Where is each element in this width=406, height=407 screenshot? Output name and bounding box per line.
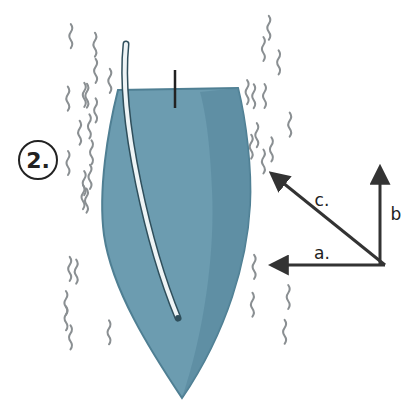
ripple (246, 80, 249, 104)
vector-label: b (391, 204, 402, 224)
ripple (262, 37, 265, 61)
vector-b (379, 168, 382, 265)
ripple (252, 84, 255, 108)
ripple (69, 325, 72, 349)
ripple (90, 140, 93, 164)
boom-sail-line (125, 44, 178, 318)
ripple (78, 121, 81, 145)
ripple (283, 320, 286, 344)
vector-a (272, 264, 385, 267)
ripple (69, 24, 72, 48)
ripple (287, 285, 290, 309)
ripple (94, 59, 97, 83)
hull-shading (182, 88, 250, 398)
ripple (67, 151, 70, 175)
ripple (288, 113, 291, 137)
ripple (267, 16, 270, 40)
ripple (263, 84, 266, 108)
mast-line (174, 70, 177, 108)
ripple (83, 83, 86, 107)
ripple (94, 98, 97, 122)
ripple (255, 123, 258, 147)
ripple (108, 69, 111, 93)
ripple (250, 135, 253, 159)
ripple (88, 114, 91, 138)
ripple (82, 185, 85, 209)
ripple (68, 257, 71, 281)
ripple (93, 33, 96, 57)
boom-end (175, 315, 181, 321)
ripple (89, 165, 92, 189)
boat-hull (102, 88, 250, 398)
vector-label: c. (315, 190, 330, 210)
boom-sail-line-highlight (125, 44, 178, 318)
ripple (277, 50, 280, 74)
vector-c (272, 174, 385, 265)
ripple (66, 87, 69, 111)
ripple (108, 320, 111, 344)
vector-label: a. (314, 243, 330, 263)
callout-number: 2. (26, 148, 50, 173)
ripple (253, 255, 256, 279)
ripple (65, 306, 68, 330)
ripple (251, 293, 254, 317)
ripple (262, 150, 265, 174)
ripple (270, 137, 273, 161)
ripple (75, 260, 78, 284)
callout-circle: 2. (18, 140, 58, 180)
